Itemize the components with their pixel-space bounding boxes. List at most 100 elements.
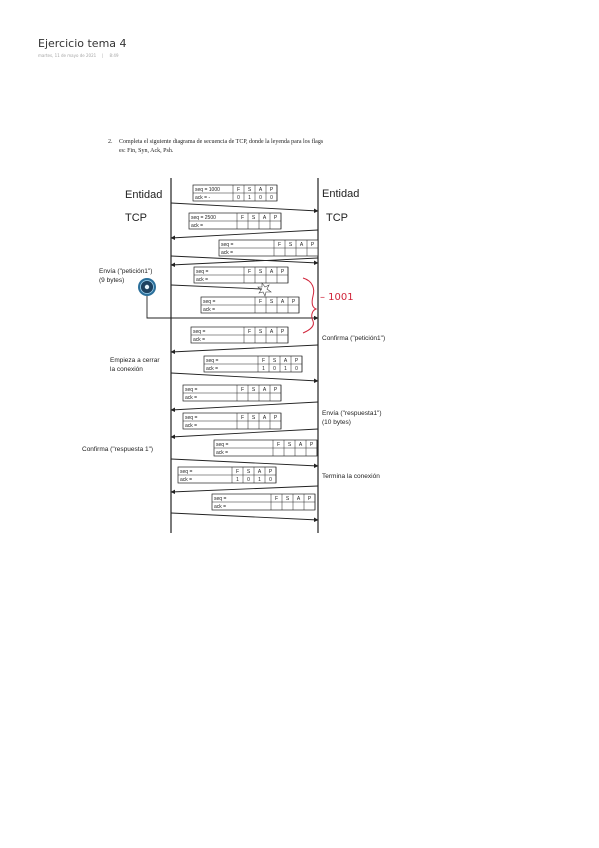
- label-termina-conexion: Termina la conexión: [322, 473, 380, 480]
- flag-header: P: [274, 215, 278, 221]
- segment-arrow: [170, 458, 319, 469]
- flag-header: F: [236, 469, 239, 475]
- flag-header: A: [270, 269, 274, 275]
- flag-header: P: [310, 442, 314, 448]
- segment-arrow: [170, 428, 319, 440]
- segment-seq: seq =: [214, 496, 226, 502]
- flag-header: P: [311, 242, 315, 248]
- segment-seq: seq = 1000: [195, 187, 220, 193]
- flag-header: S: [273, 358, 277, 364]
- flag-header: S: [288, 442, 292, 448]
- note-metadata: martes, 11 de mayo de 2021|8:49: [38, 53, 119, 58]
- segment-seq: seq =: [185, 387, 197, 393]
- flag-header: F: [248, 269, 251, 275]
- flag-header: P: [281, 329, 285, 335]
- label-envia-respuesta-1: Envía ("respuesta1"): [322, 410, 382, 417]
- segment-ack: ack =: [206, 366, 218, 372]
- label-confirma-peticion: Confirma ("petición1"): [322, 335, 385, 342]
- segment-arrow: [170, 485, 319, 495]
- flag-value: 1: [258, 477, 261, 483]
- flag-header: S: [247, 469, 251, 475]
- flag-value: 0: [237, 195, 240, 201]
- flag-header: P: [295, 358, 299, 364]
- segment-ack: ack =: [214, 504, 226, 510]
- right-entity-line-1: Entidad: [322, 188, 359, 200]
- loss-burst-icon: [257, 282, 272, 297]
- segment-ack: ack =: [203, 307, 215, 313]
- flag-header: A: [258, 469, 262, 475]
- label-empieza-cerrar-2: la conexión: [110, 366, 143, 373]
- label-confirma-respuesta: Confirma ("respuesta 1"): [82, 446, 153, 453]
- flag-header: P: [308, 496, 312, 502]
- flag-header: A: [297, 496, 301, 502]
- segment-arrow: [170, 372, 319, 384]
- flag-header: A: [284, 358, 288, 364]
- handwritten-brace: [302, 277, 318, 334]
- flag-header: F: [241, 215, 244, 221]
- segment-arrow: [170, 202, 319, 214]
- flag-header: A: [299, 442, 303, 448]
- segment-ack: ack =: [216, 450, 228, 456]
- flag-header: A: [300, 242, 304, 248]
- question-line-2: es: Fin, Syn, Ack, Psh.: [119, 148, 174, 154]
- flag-header: S: [252, 215, 256, 221]
- flag-header: F: [241, 387, 244, 393]
- segment-arrow: [170, 255, 319, 266]
- flag-header: P: [269, 469, 273, 475]
- segment-box: seq = ack = F S A P: [218, 239, 319, 257]
- question-number: 2.: [108, 139, 113, 145]
- segment-ack: ack =: [221, 250, 233, 256]
- flag-value: 0: [295, 366, 298, 372]
- flag-value: 0: [259, 195, 262, 201]
- right-entity-line-2: TCP: [326, 212, 348, 224]
- flag-header: P: [274, 415, 278, 421]
- flag-header: S: [248, 187, 252, 193]
- flag-header: F: [262, 358, 265, 364]
- flag-header: P: [274, 387, 278, 393]
- segment-ack: ack =: [196, 277, 208, 283]
- flag-value: 1: [236, 477, 239, 483]
- segment-arrow: [170, 229, 319, 241]
- note-title: Ejercicio tema 4: [38, 37, 127, 50]
- segment-seq: seq =: [193, 329, 205, 335]
- note-time: 8:49: [109, 53, 119, 58]
- flag-header: S: [259, 269, 263, 275]
- lost-segment-arrow: [170, 284, 263, 290]
- flag-header: F: [259, 299, 262, 305]
- flag-header: F: [248, 329, 251, 335]
- flag-header: S: [252, 415, 256, 421]
- flag-value: 0: [273, 366, 276, 372]
- segment-seq: seq =: [180, 469, 192, 475]
- flag-header: S: [270, 299, 274, 305]
- flag-value: 0: [269, 477, 272, 483]
- note-date: martes, 11 de mayo de 2021: [38, 53, 97, 58]
- flag-header: F: [277, 442, 280, 448]
- segment-seq: seq =: [221, 242, 233, 248]
- flag-header: S: [289, 242, 293, 248]
- segment-seq: seq = 2500: [191, 215, 216, 221]
- flag-header: F: [278, 242, 281, 248]
- flag-value: 0: [270, 195, 273, 201]
- segment-arrow: [170, 257, 319, 268]
- flag-header: P: [292, 299, 296, 305]
- timeout-line: [146, 296, 319, 321]
- label-envia-respuesta-2: (10 bytes): [322, 419, 351, 426]
- flag-header: F: [237, 187, 240, 193]
- flag-header: S: [286, 496, 290, 502]
- segment-seq: seq =: [216, 442, 228, 448]
- flag-header: S: [259, 329, 263, 335]
- segment-seq: seq =: [185, 415, 197, 421]
- flag-header: P: [281, 269, 285, 275]
- question-line-1: Completa el siguiente diagrama de secuen…: [119, 139, 324, 145]
- flag-header: A: [263, 387, 267, 393]
- segment-ack: ack = -: [195, 195, 210, 201]
- flag-header: F: [241, 415, 244, 421]
- timer-icon: [138, 278, 156, 296]
